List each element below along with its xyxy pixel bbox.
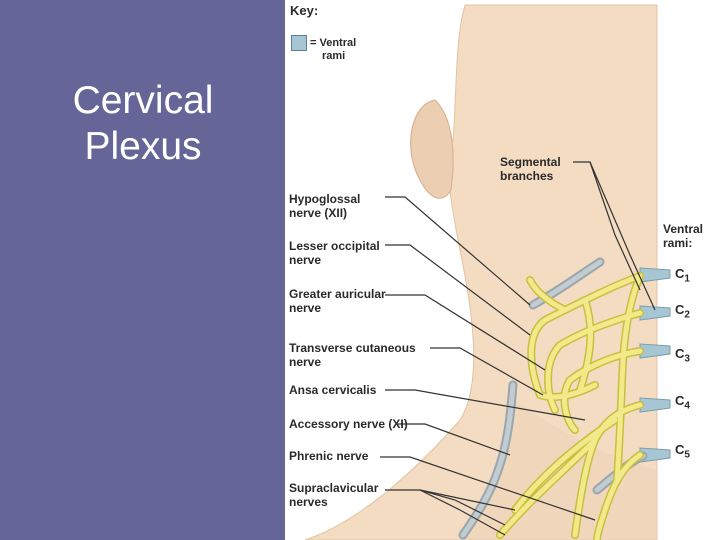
anatomy-illustration [304, 4, 671, 540]
label-transverse-cutaneous-nerve: Transverse cutaneous nerve [289, 341, 416, 369]
label-segmental-branches: Segmental branches [500, 155, 561, 183]
label-ansa-cervicalis: Ansa cervicalis [289, 383, 377, 397]
label-segmental-line1: Segmental [500, 155, 561, 169]
label-greater-line2: nerve [289, 301, 322, 315]
cervical-plexus-nerves [496, 272, 644, 540]
cervical-plexus-diagram: Key: = Ventral rami Segmental branches V… [285, 0, 720, 540]
ramus-label-c5: C5 [675, 442, 690, 461]
label-greater-auricular-nerve: Greater auricular nerve [289, 287, 386, 315]
ramus-label-c2: C2 [675, 302, 690, 321]
ear [410, 99, 454, 199]
ramus-label-c4: C4 [675, 393, 690, 412]
key-swatch-label-line2: rami [322, 50, 346, 62]
slide-title-line1: Cervical [72, 79, 214, 122]
key-swatch-label-line1: = Ventral [310, 37, 357, 49]
label-phrenic-nerve: Phrenic nerve [289, 449, 369, 463]
label-lesser-line1: Lesser occipital [289, 239, 380, 253]
label-hypoglossal-line2: nerve (XII) [289, 206, 348, 220]
label-greater-line1: Greater auricular [289, 287, 386, 301]
label-hypoglossal-nerve: Hypoglossal nerve (XII) [289, 192, 360, 220]
key-title: Key: [290, 3, 319, 18]
key-swatch-label: = Ventral rami [310, 37, 356, 63]
slide-title: Cervical Plexus [18, 78, 268, 170]
label-accessory-nerve: Accessory nerve (XI) [289, 417, 408, 431]
label-supraclavicular-nerves: Supraclavicular nerves [289, 481, 378, 509]
label-ventral-line1: Ventral [663, 222, 704, 236]
ventral-rami-key-swatch [291, 35, 307, 51]
ramus-label-c3: C3 [675, 346, 690, 365]
label-supra-line1: Supraclavicular [289, 481, 379, 495]
leader-lines [380, 161, 656, 536]
label-supra-line2: nerves [289, 495, 328, 509]
head-neck-silhouette [304, 4, 658, 540]
label-transverse-line1: Transverse cutaneous [289, 341, 416, 355]
label-transverse-line2: nerve [289, 355, 322, 369]
label-lesser-occipital-nerve: Lesser occipital nerve [289, 239, 380, 267]
slide-title-line2: Plexus [84, 125, 202, 168]
title-panel: Cervical Plexus [0, 0, 285, 540]
label-segmental-line2: branches [500, 169, 554, 183]
label-ventral-rami: Ventral rami: [663, 222, 703, 250]
label-lesser-line2: nerve [289, 253, 322, 267]
label-ventral-line2: rami: [663, 236, 693, 250]
label-hypoglossal-line1: Hypoglossal [289, 192, 361, 206]
ramus-label-c1: C1 [675, 266, 690, 285]
